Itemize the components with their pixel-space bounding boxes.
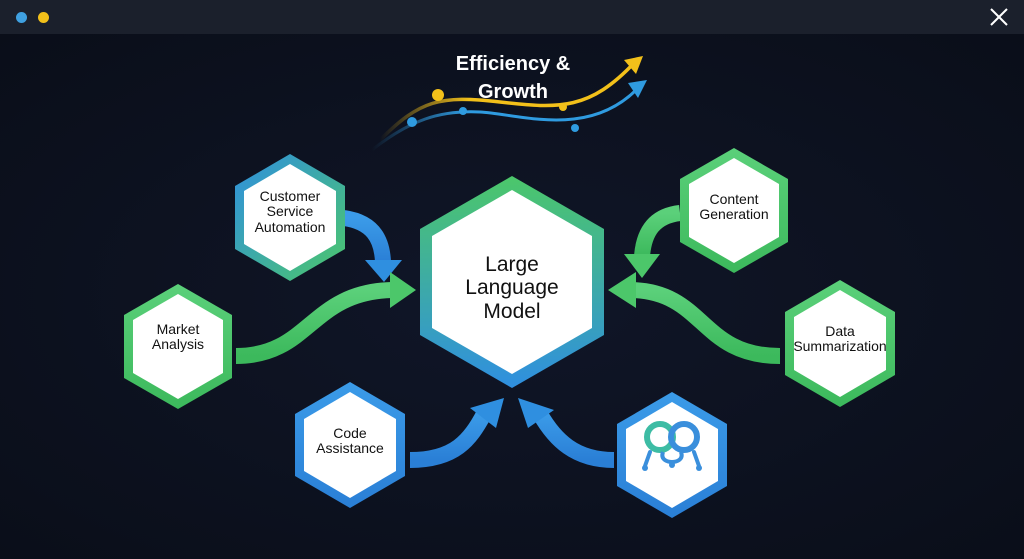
center-node-label: Large Language Model	[465, 253, 559, 323]
node-code-assistance-label: Code Assistance	[316, 424, 384, 456]
arrow-data-summarization	[608, 272, 781, 364]
node-content-generation-label: Content Generation	[699, 190, 769, 222]
window-titlebar	[0, 0, 1024, 34]
node-market-analysis-hex	[124, 284, 232, 409]
interlocking-loops-icon	[642, 421, 702, 471]
growth-trend-blue	[371, 80, 647, 152]
node-market-analysis-label: Market Analysis	[151, 320, 205, 352]
node-data-summarization-hex	[785, 280, 895, 407]
arrow-market-analysis	[235, 272, 416, 364]
arrow-integration	[518, 398, 615, 468]
growth-trend-yellow	[378, 56, 643, 142]
node-data-summarization-label: Data Summarization	[793, 322, 887, 354]
node-content-generation-hex	[680, 148, 788, 273]
window-dot-yellow[interactable]	[38, 12, 49, 23]
node-customer-service-hex	[235, 154, 345, 281]
arrow-content-generation	[624, 205, 682, 278]
diagram-svg	[124, 56, 895, 518]
node-integration-hex	[617, 392, 727, 518]
diagram-canvas: Efficiency & Growth Large Language Model…	[0, 34, 1024, 559]
arrow-customer-service	[342, 210, 402, 282]
node-customer-service-label: Customer Service Automation	[254, 187, 326, 235]
window-dot-blue[interactable]	[16, 12, 27, 23]
arrow-code-assistance	[409, 398, 504, 468]
center-hexagon	[420, 176, 604, 388]
trend-title: Efficiency & Growth	[455, 53, 571, 103]
close-icon[interactable]	[988, 6, 1010, 28]
node-code-assistance-hex	[295, 382, 405, 508]
